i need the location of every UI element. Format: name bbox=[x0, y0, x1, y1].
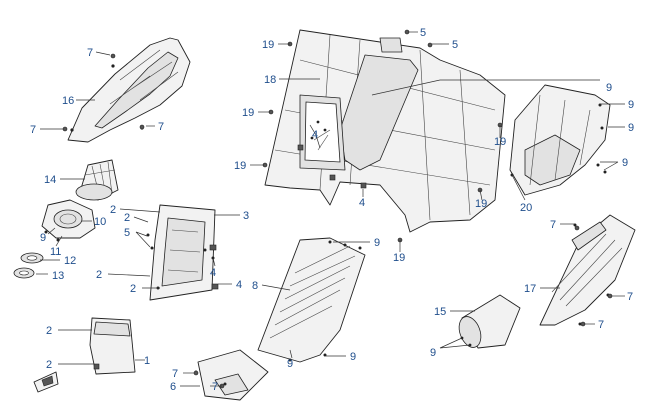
callout-2: 2 bbox=[110, 204, 116, 216]
callout-2: 2 bbox=[130, 283, 136, 295]
callout-7: 7 bbox=[212, 381, 218, 393]
part-20-side-cover bbox=[509, 84, 611, 196]
callout-9: 9 bbox=[628, 122, 634, 134]
part-17-grille-panel bbox=[539, 214, 636, 326]
callout-8: 8 bbox=[252, 280, 258, 292]
part-1-lid bbox=[89, 317, 136, 375]
callout-labels: 7 16 7 7 14 10 9 11 12 13 2 2 5 3 4 2 2 … bbox=[30, 27, 634, 393]
callout-19: 19 bbox=[234, 160, 246, 172]
callout-9: 9 bbox=[40, 232, 46, 244]
callout-4: 4 bbox=[312, 129, 318, 141]
callout-16: 16 bbox=[62, 95, 74, 107]
part-14-cylinder bbox=[75, 159, 119, 201]
callout-12: 12 bbox=[64, 255, 76, 267]
callout-4: 4 bbox=[359, 197, 365, 209]
callout-5: 5 bbox=[452, 39, 458, 51]
callout-17: 17 bbox=[524, 283, 536, 295]
part-6-bottom-plate bbox=[194, 349, 269, 401]
callout-7: 7 bbox=[627, 291, 633, 303]
part-18-frame bbox=[297, 94, 346, 181]
callout-20: 20 bbox=[520, 202, 532, 214]
callout-2: 2 bbox=[46, 359, 52, 371]
callout-9: 9 bbox=[287, 358, 293, 370]
part-3-inner-panel bbox=[146, 204, 219, 301]
callout-19: 19 bbox=[242, 107, 254, 119]
leader-lines bbox=[36, 31, 625, 387]
callout-9: 9 bbox=[628, 99, 634, 111]
callout-19: 19 bbox=[475, 198, 487, 210]
callout-7: 7 bbox=[550, 219, 556, 231]
callout-6: 6 bbox=[170, 381, 176, 393]
callout-15: 15 bbox=[434, 306, 446, 318]
main-body-panel bbox=[264, 29, 506, 233]
callout-3: 3 bbox=[243, 210, 249, 222]
callout-7: 7 bbox=[87, 47, 93, 59]
small-badge-part bbox=[33, 371, 59, 393]
callout-4: 4 bbox=[236, 279, 242, 291]
callout-14: 14 bbox=[44, 174, 56, 186]
callout-2: 2 bbox=[124, 212, 130, 224]
callout-19: 19 bbox=[393, 252, 405, 264]
callout-13: 13 bbox=[52, 270, 64, 282]
callout-1: 1 bbox=[144, 355, 150, 367]
callout-9: 9 bbox=[622, 157, 628, 169]
callout-4: 4 bbox=[210, 267, 216, 279]
part-16-shroud bbox=[67, 37, 191, 143]
callout-9: 9 bbox=[606, 82, 612, 94]
callout-19: 19 bbox=[494, 136, 506, 148]
callout-9: 9 bbox=[430, 347, 436, 359]
part-15-duct bbox=[458, 294, 521, 349]
part-12-washer bbox=[20, 252, 44, 264]
callout-7: 7 bbox=[30, 124, 36, 136]
clip-4 bbox=[360, 182, 367, 189]
part-8-grille bbox=[257, 237, 366, 363]
callout-18: 18 bbox=[264, 74, 276, 86]
callout-7: 7 bbox=[172, 368, 178, 380]
callout-19: 19 bbox=[262, 39, 274, 51]
callout-11: 11 bbox=[50, 246, 61, 258]
callout-9: 9 bbox=[374, 237, 380, 249]
callout-7: 7 bbox=[598, 319, 604, 331]
callout-7: 7 bbox=[158, 121, 164, 133]
part-13-washer bbox=[13, 267, 35, 279]
callout-5: 5 bbox=[124, 227, 130, 239]
callout-9: 9 bbox=[350, 351, 356, 363]
callout-2: 2 bbox=[46, 325, 52, 337]
callout-10: 10 bbox=[94, 216, 106, 228]
part-10-ring-bracket bbox=[41, 199, 96, 242]
callout-2: 2 bbox=[96, 269, 102, 281]
callout-5: 5 bbox=[420, 27, 426, 39]
